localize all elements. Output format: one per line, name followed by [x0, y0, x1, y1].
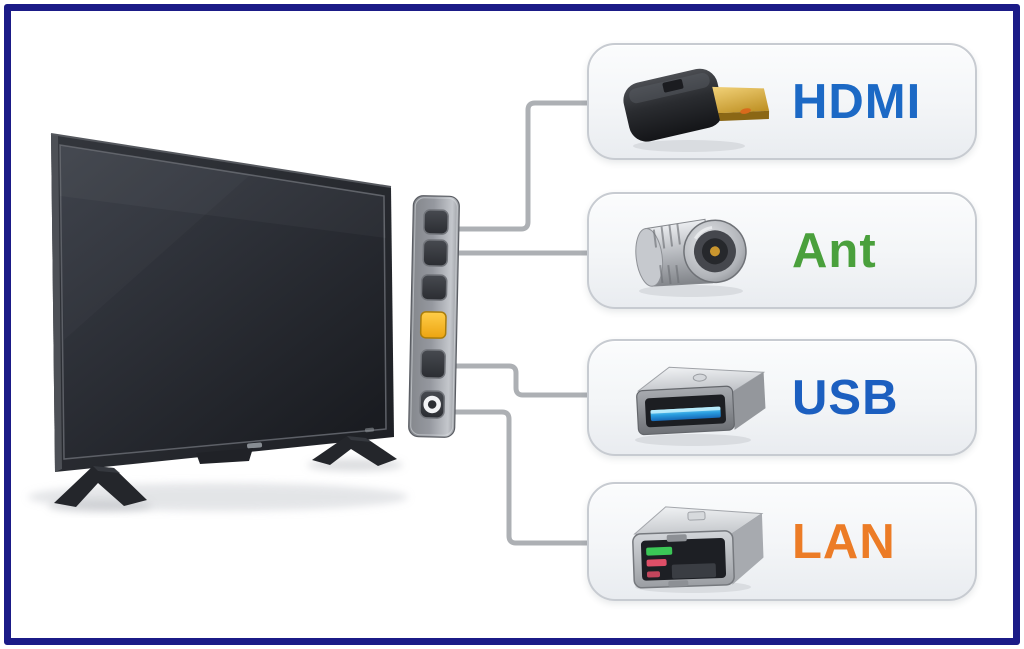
tv-side-edge — [51, 134, 62, 472]
right-foot-highlight — [347, 436, 371, 442]
antenna-connector-icon — [635, 218, 747, 297]
tv-illustration — [50, 133, 397, 507]
port-2 — [422, 239, 449, 267]
tv-left-foot — [54, 466, 147, 507]
ant-label: Ant — [792, 223, 877, 278]
tv-corner-marking — [364, 427, 375, 433]
tv-top-edge — [50, 133, 392, 188]
usb-label: USB — [792, 370, 899, 425]
card-hdmi: HDMI — [587, 43, 977, 160]
connector-line-usb — [453, 363, 592, 398]
tv-right-foot — [312, 436, 397, 466]
card-ant: Ant — [587, 192, 977, 309]
usb-port-icon — [635, 366, 766, 446]
card-usb: USB — [587, 339, 977, 456]
hdmi-connector-icon — [623, 68, 770, 152]
tv-screen — [59, 144, 387, 460]
connector-line-hdmi — [453, 100, 592, 232]
port-3 — [420, 274, 448, 301]
tv-brand-logo — [247, 442, 263, 449]
hdmi-label: HDMI — [792, 74, 922, 129]
tv-stand-mount — [196, 448, 253, 464]
lan-label: LAN — [792, 514, 896, 569]
left-foot-highlight — [93, 466, 120, 473]
connector-lines — [453, 100, 592, 546]
port-5 — [420, 349, 446, 379]
lan-port-icon — [632, 505, 764, 593]
port-1 — [423, 209, 449, 235]
port-6-ring-icon — [423, 395, 441, 414]
connector-line-lan — [453, 409, 592, 546]
ports-panel — [408, 195, 460, 438]
port-4 — [419, 311, 447, 339]
card-lan: LAN — [587, 482, 977, 601]
